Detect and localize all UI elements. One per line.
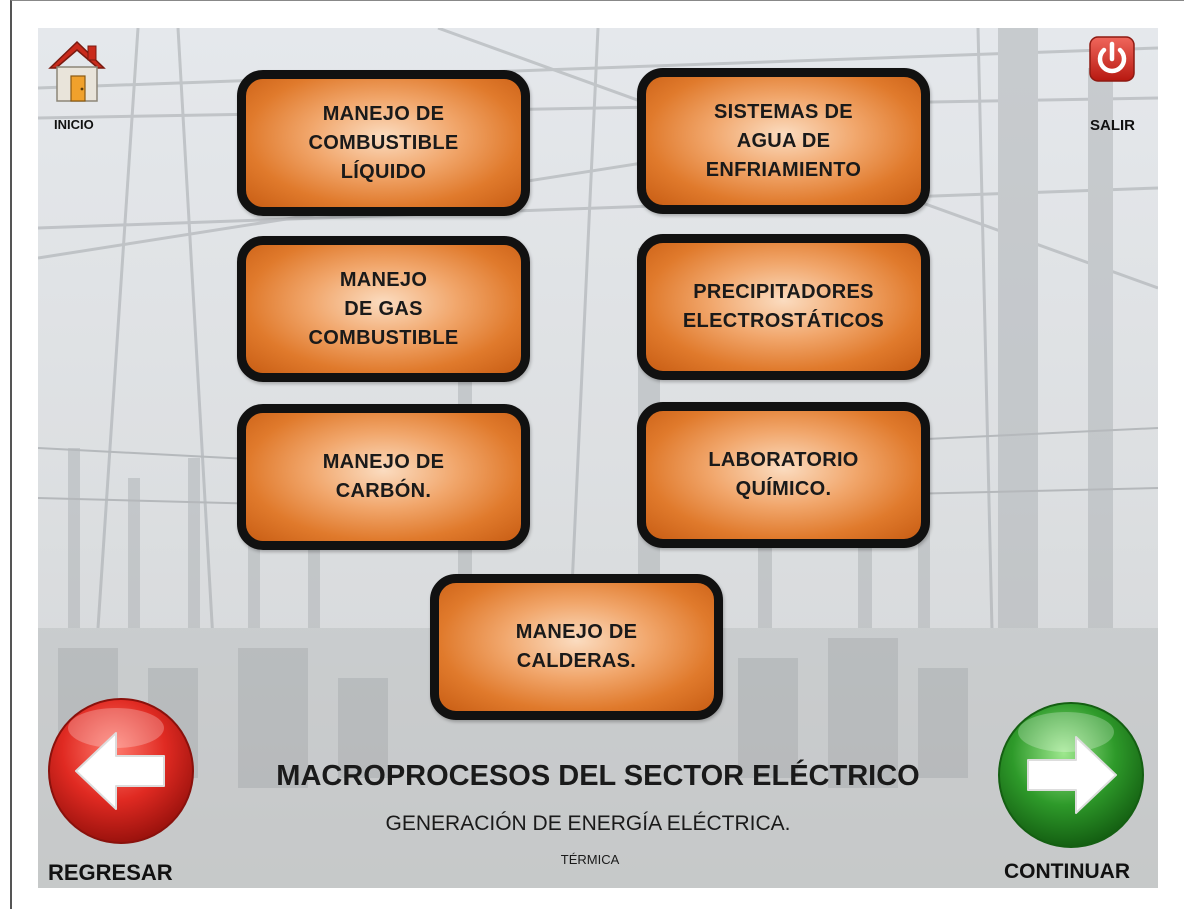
- power-icon: [1089, 36, 1135, 82]
- window-frame: [10, 0, 1184, 909]
- menu-button-label: MANEJO DE GAS COMBUSTIBLE: [308, 268, 459, 349]
- menu-button-coal[interactable]: MANEJO DE CARBÓN.: [237, 404, 530, 550]
- menu-button-label: SISTEMAS DE AGUA DE ENFRIAMIENTO: [705, 100, 862, 181]
- home-button[interactable]: INICIO: [42, 36, 112, 132]
- menu-button-label: LABORATORIO QUÍMICO.: [708, 449, 859, 500]
- back-label[interactable]: REGRESAR: [48, 860, 173, 885]
- exit-label: SALIR: [1090, 117, 1135, 134]
- substation-background-image: [38, 28, 1158, 888]
- continue-button[interactable]: [996, 700, 1146, 850]
- house-icon: [48, 40, 106, 102]
- menu-button-label: MANEJO DE COMBUSTIBLE LÍQUIDO: [308, 102, 459, 183]
- home-label: INICIO: [54, 117, 94, 132]
- menu-button-boilers[interactable]: MANEJO DE CALDERAS.: [430, 574, 723, 720]
- category-label: TÉRMICA: [560, 852, 620, 867]
- arrow-right-icon: [998, 702, 1144, 848]
- exit-button[interactable]: SALIR: [1084, 36, 1154, 134]
- slide-stage: INICIO SALIR MANEJO DE COMBUSTIBLE LÍQUI…: [38, 28, 1158, 888]
- menu-button-electrostatic-precipitators[interactable]: PRECIPITADORES ELECTROSTÁTICOS: [637, 234, 930, 380]
- menu-button-label: PRECIPITADORES ELECTROSTÁTICOS: [682, 281, 885, 332]
- arrow-left-icon: [48, 698, 194, 844]
- back-button[interactable]: [46, 696, 196, 846]
- menu-button-gas-fuel[interactable]: MANEJO DE GAS COMBUSTIBLE: [237, 236, 530, 382]
- menu-button-label: MANEJO DE CARBÓN.: [322, 451, 445, 502]
- menu-button-label: MANEJO DE CALDERAS.: [515, 621, 638, 672]
- menu-button-liquid-fuel[interactable]: MANEJO DE COMBUSTIBLE LÍQUIDO: [237, 70, 530, 216]
- page-subtitle: GENERACIÓN DE ENERGÍA ELÉCTRICA.: [385, 812, 791, 835]
- continue-label[interactable]: CONTINUAR: [1004, 860, 1130, 883]
- page-title: MACROPROCESOS DEL SECTOR ELÉCTRICO: [276, 760, 920, 792]
- menu-button-chemical-lab[interactable]: LABORATORIO QUÍMICO.: [637, 402, 930, 548]
- menu-button-cooling-water[interactable]: SISTEMAS DE AGUA DE ENFRIAMIENTO: [637, 68, 930, 214]
